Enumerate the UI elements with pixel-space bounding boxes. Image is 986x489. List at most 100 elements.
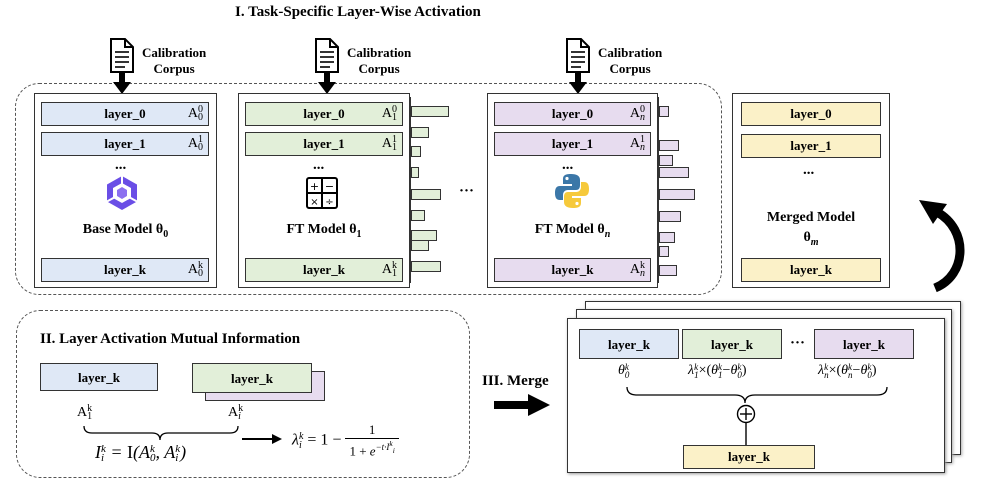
merge-brace [626,386,888,404]
activation-symbol: A [381,262,392,278]
activation-bar [411,240,429,251]
svg-text:+: + [310,180,319,193]
s3-ftn-layer-k: layer_k [814,329,914,359]
merged-layer-k: layer_k [741,258,881,282]
merged-layer-0: layer_0 [741,102,881,126]
layer-name: layer_1 [551,136,594,151]
theta-symbol: θ [618,363,625,379]
activation-bar [411,106,449,117]
layer-name: layer_k [728,449,770,464]
activation-bar [659,106,669,117]
calibration-line1: Calibration [598,45,663,60]
layer-name: layer_0 [104,106,146,121]
layer-name: layer_1 [104,136,146,151]
document-icon [315,38,339,94]
activation-symbol: A [228,405,239,421]
layer-name: layer_0 [303,106,345,121]
layer-name: layer_1 [303,136,345,151]
layer-name: layer_0 [790,106,832,121]
calibration-line1: Calibration [142,45,207,60]
activation-symbol: A [629,136,640,152]
layer-name: layer_k [104,262,146,277]
activation-bar [411,189,441,200]
layer-name: layer_k [551,262,594,277]
layer-name: layer_1 [790,138,832,153]
layer-name: layer_k [303,262,345,277]
merged-label-text: Merged Model [766,210,856,225]
activation-sub: 0 [198,112,203,123]
base-model-label: Base Model θ0 [35,222,216,240]
activation-bar [659,189,695,200]
activation-sup: k [640,260,645,271]
activation-symbol: A [187,106,198,122]
activation-bar [659,155,673,166]
activation-sup: 0 [392,104,397,115]
activation-sub: i [238,411,241,422]
activation-sup: 1 [640,134,645,145]
model-label-text: FT Model θ [534,222,605,237]
activation-sup: k [392,260,397,271]
activation-sub: 1 [392,268,397,279]
calibration-line1: Calibration [347,45,412,60]
model-label-text: Base Model θ [82,222,164,237]
activation-sup: k [198,260,203,271]
section1-title: I. Task-Specific Layer-Wise Activation [235,4,481,20]
activation-sup: 1 [392,134,397,145]
merged-theta: θm [733,228,889,253]
activation-sup: 0 [640,104,645,115]
layer-name: layer_k [843,337,885,352]
calibration-label-2: Calibration Corpus [347,45,411,77]
layer-name: layer_k [78,370,120,385]
lambda-symbol: λ [292,431,299,449]
calibration-line2: Corpus [153,61,195,76]
s3-ft1-layer-k: layer_k [682,329,782,359]
activation-bar [659,211,681,222]
activation-symbol: A [629,262,640,278]
activation-sup: 1 [198,134,203,145]
activation-sup: k [238,403,244,414]
document-icon [110,38,134,94]
s2-base-layer-k: layer_k [40,363,158,391]
section3-title: III. Merge [482,373,549,389]
activation-sub: 1 [392,112,397,123]
activation-symbol: A [381,106,392,122]
layer-name: layer_k [231,371,273,386]
activation-sup: k [87,403,93,414]
activation-bar [411,261,441,272]
section1-frame [15,83,722,295]
activation-sub: 1 [392,142,397,153]
s3-merged-layer-k: layer_k [683,445,815,469]
python-logo-icon [555,174,589,208]
model-label-sub: n [604,228,611,240]
ft-model-n-label: FT Model θn [488,222,657,240]
curved-arrow-icon [919,200,965,293]
ellipsis: ... [313,157,325,173]
section2-title: II. Layer Activation Mutual Information [40,331,301,347]
ellipsis: ··· [790,335,806,351]
activation-bar [411,127,429,138]
activation-sup: 0 [198,104,203,115]
activation-bar [411,167,419,178]
merged-model-label: Merged Model θm [733,208,889,253]
activation-bar [659,265,677,276]
arrow-right-icon [242,434,282,444]
section2-frame [16,310,470,478]
layer-name: layer_0 [551,106,594,121]
activation-bar [659,232,675,243]
bar-axis [410,97,412,283]
